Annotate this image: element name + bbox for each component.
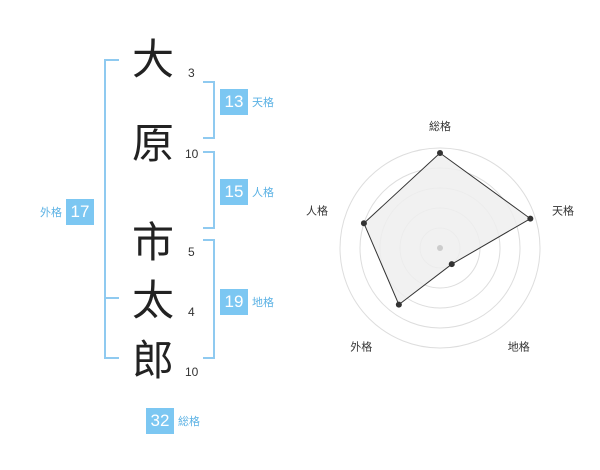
radar-axis-label-4: 外格 [350, 340, 372, 354]
radar-axis-label-1: 総格 [429, 119, 451, 133]
gaikaku-value: 17 [66, 199, 94, 225]
gaikaku-bracket [104, 59, 119, 359]
radar-axis-label-3: 地格 [508, 340, 530, 354]
stroke-count-surname-1: 3 [188, 66, 195, 80]
soukaku-label: 総格 [178, 415, 200, 428]
chikaku-badge: 19 地格 [220, 289, 274, 315]
tenkaku-badge: 13 天格 [220, 89, 274, 115]
stroke-count-given-1: 5 [188, 245, 195, 259]
radar-axis-label-2: 天格 [552, 203, 574, 217]
kanji-surname-2: 原 [131, 119, 174, 168]
radar-point-5 [360, 220, 367, 227]
tenkaku-value: 13 [220, 89, 248, 115]
kanji-surname-1: 大 [131, 35, 174, 84]
chikaku-value: 19 [220, 289, 248, 315]
radar-center-dot [437, 245, 443, 251]
radar-point-4 [395, 301, 402, 308]
gaikaku-badge: 外格 17 [40, 199, 94, 225]
jinkaku-bracket [203, 151, 215, 229]
jinkaku-badge: 15 人格 [220, 179, 274, 205]
kanji-given-2: 太 [131, 276, 174, 325]
soukaku-badge: 32 総格 [146, 408, 200, 434]
kanji-given-3: 郎 [131, 336, 174, 385]
radar-ring-5 [339, 147, 541, 349]
jinkaku-value: 15 [220, 179, 248, 205]
tenkaku-label: 天格 [252, 96, 274, 109]
radar-axis-label-5: 人格 [306, 203, 328, 217]
jinkaku-label: 人格 [252, 186, 274, 199]
radar-point-1 [437, 150, 443, 156]
radar-point-3 [448, 261, 455, 268]
chikaku-bracket [203, 239, 215, 359]
radar-point-2 [527, 215, 534, 222]
soukaku-value: 32 [146, 408, 174, 434]
stroke-count-given-2: 4 [188, 305, 195, 319]
radar-area [363, 152, 532, 306]
stroke-count-surname-2: 10 [185, 147, 199, 161]
chikaku-label: 地格 [252, 296, 274, 309]
gaikaku-label: 外格 [40, 206, 62, 219]
tenkaku-bracket [203, 81, 215, 139]
kanji-given-1: 市 [131, 218, 174, 267]
stroke-count-given-3: 10 [185, 365, 199, 379]
